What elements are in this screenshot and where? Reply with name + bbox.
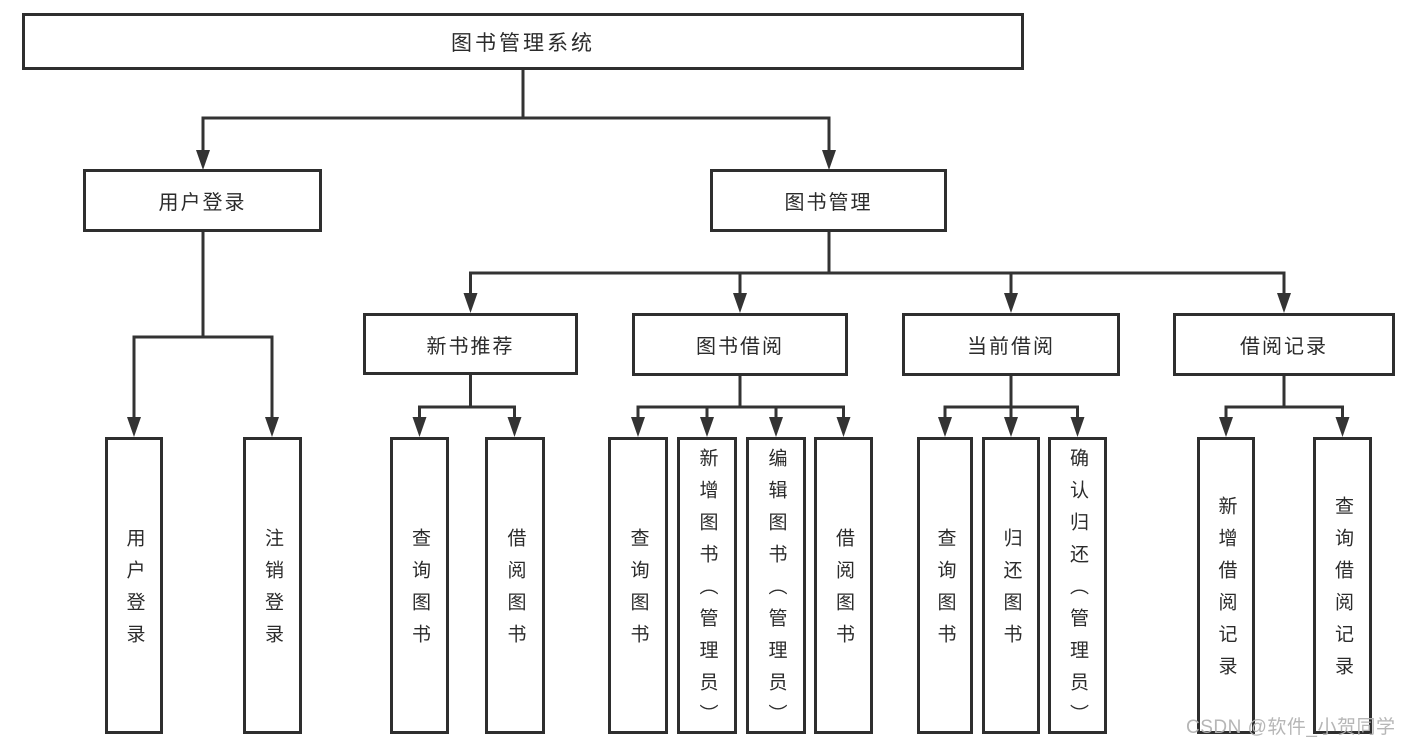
leaf-cb-return-books: 归还图书 — [982, 437, 1040, 734]
leaf-bb-query-books: 查询图书 — [608, 437, 668, 734]
leaf-nb-query-books-label: 查询图书 — [409, 528, 430, 656]
leaf-cb-query-books: 查询图书 — [917, 437, 973, 734]
node-new-book-rec: 新书推荐 — [363, 313, 578, 375]
leaf-cb-confirm-return-admin: 确认归还（管理员） — [1048, 437, 1107, 736]
node-current-borrow-label: 当前借阅 — [967, 336, 1055, 358]
node-book-mgmt: 图书管理 — [710, 169, 947, 232]
node-user-login-label: 用户登录 — [158, 192, 247, 214]
node-book-mgmt-label: 图书管理 — [784, 192, 873, 214]
node-book-borrow: 图书借阅 — [632, 313, 848, 376]
node-new-book-rec-label: 新书推荐 — [426, 335, 515, 358]
leaf-nb-borrow-books: 借阅图书 — [485, 437, 545, 734]
leaf-logout-label: 注销登录 — [262, 528, 283, 656]
leaf-br-add-record-label: 新增借阅记录 — [1215, 496, 1237, 688]
connector-book-borrow-to-leaves — [631, 376, 851, 437]
leaf-bb-add-books-admin: 新增图书（管理员） — [677, 437, 737, 736]
connector-root-to-level2 — [196, 69, 836, 170]
connector-borrow-records-to-leaves — [1219, 376, 1350, 437]
leaf-bb-edit-books-admin-label: 编辑图书（管理员） — [765, 448, 787, 736]
leaf-user-login: 用户登录 — [105, 437, 163, 734]
leaf-br-query-record: 查询借阅记录 — [1313, 437, 1372, 734]
leaf-cb-confirm-return-admin-label: 确认归还（管理员） — [1067, 448, 1088, 736]
connector-user-login-to-leaves — [127, 232, 279, 437]
leaf-nb-query-books: 查询图书 — [390, 437, 449, 734]
leaf-cb-return-books-label: 归还图书 — [1000, 528, 1022, 656]
leaf-bb-borrow-books-label: 借阅图书 — [833, 528, 854, 656]
leaf-user-login-label: 用户登录 — [123, 528, 145, 656]
leaf-bb-edit-books-admin: 编辑图书（管理员） — [746, 437, 806, 736]
node-current-borrow: 当前借阅 — [902, 313, 1120, 376]
node-root: 图书管理系统 — [22, 13, 1024, 70]
leaf-nb-borrow-books-label: 借阅图书 — [504, 528, 526, 656]
leaf-br-add-record: 新增借阅记录 — [1197, 437, 1255, 734]
node-root-label: 图书管理系统 — [451, 31, 595, 55]
connector-book-mgmt-to-level3 — [463, 232, 1291, 313]
connector-new-book-rec-to-leaves — [412, 375, 522, 437]
csdn-watermark: CSDN @软件_小贺同学 — [1186, 717, 1396, 738]
leaf-bb-query-books-label: 查询图书 — [627, 528, 649, 656]
node-borrow-records-label: 借阅记录 — [1240, 336, 1328, 358]
node-user-login: 用户登录 — [83, 169, 322, 232]
node-borrow-records: 借阅记录 — [1173, 313, 1395, 376]
leaf-logout: 注销登录 — [243, 437, 302, 734]
leaf-bb-borrow-books: 借阅图书 — [814, 437, 873, 734]
connector-current-borrow-to-leaves — [938, 376, 1085, 437]
node-book-borrow-label: 图书借阅 — [696, 336, 784, 358]
leaf-bb-add-books-admin-label: 新增图书（管理员） — [696, 448, 718, 736]
leaf-br-query-record-label: 查询借阅记录 — [1332, 496, 1353, 688]
leaf-cb-query-books-label: 查询图书 — [934, 528, 956, 656]
